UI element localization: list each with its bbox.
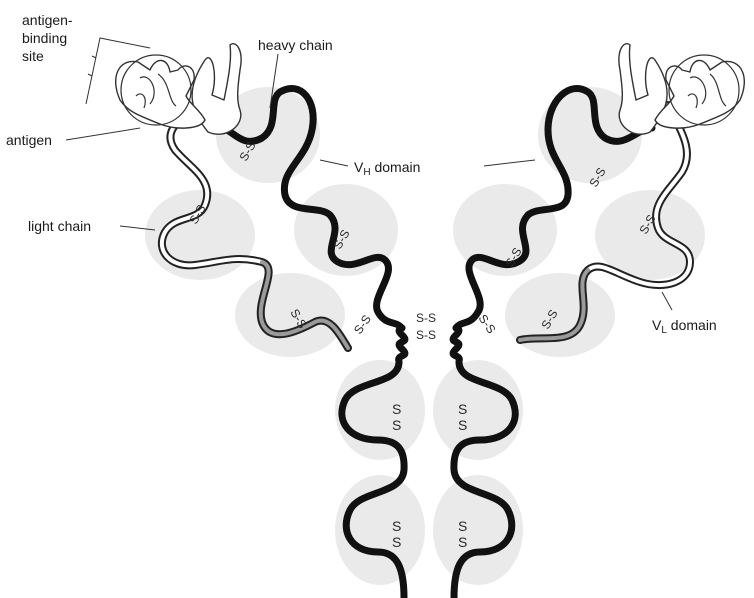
vh-leader-left [320,160,348,166]
antigen-binding-site-label-1: antigen- [22,12,73,28]
vh-domain-label: VH domain [354,159,420,178]
ss-bond-ch3-right-top: S [458,518,467,534]
heavy-chain-label: heavy chain [258,37,333,53]
ss-bond-hinge-1: S-S [416,311,436,325]
vl-domain-label: VL domain [652,317,717,336]
ss-bond-ch3-right-bottom: S [458,534,467,550]
ss-bond-ch3-left-bottom: S [392,534,401,550]
left-binding-site [116,44,241,135]
ss-bond-ch2-right-bottom: S [458,417,467,433]
vl-leader [662,292,672,310]
ss-bond-ch2-left-top: S [392,401,401,417]
antigen-binding-site-label-2: binding [22,30,67,46]
ss-bond-hinge-2: S-S [416,328,436,342]
antigen-label: antigen [6,132,52,148]
vh-leader-right [484,160,535,166]
ss-bond-ch2-right-top: S [458,401,467,417]
antigen-binding-site-label-3: site [22,48,44,64]
ss-bond-ch2-left-bottom: S [392,417,401,433]
antigen-leader [66,128,140,140]
ss-bond-ch3-left-top: S [392,518,401,534]
ss-bond-interchain-left: S-S [351,312,374,336]
light-chain-label: light chain [28,218,91,234]
right-binding-site [619,44,744,135]
bracket-ticks [88,56,96,76]
